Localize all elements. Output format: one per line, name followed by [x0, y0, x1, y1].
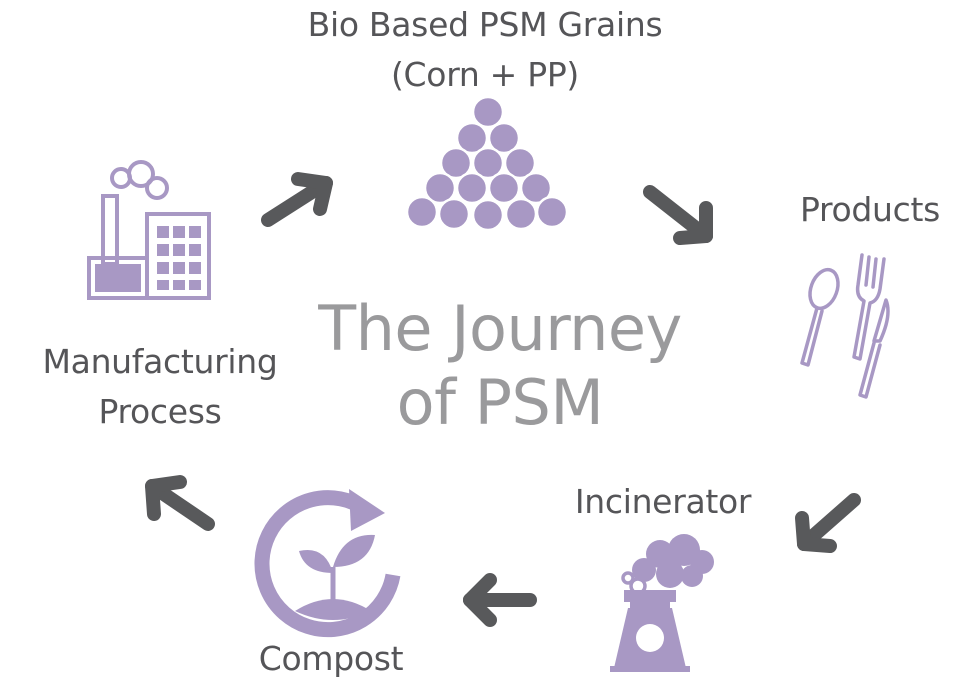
arrow-products-to-incinerator: [795, 493, 861, 553]
incinerator-icon: [610, 534, 714, 672]
grains-label-line1: Bio Based PSM Grains: [307, 5, 663, 44]
grain-pile-icon: [405, 95, 569, 232]
title-line2: of PSM: [396, 366, 604, 439]
manufacturing-label-line1: Manufacturing: [42, 342, 278, 381]
arrow-manufacturing-to-grains: [261, 172, 333, 227]
compost-label: Compost: [258, 639, 404, 678]
grains-label-line2: (Corn + PP): [390, 55, 579, 94]
factory-icon: [87, 160, 211, 300]
arrow-incinerator-to-compost: [463, 573, 537, 627]
arrow-grains-to-products: [643, 185, 713, 245]
arrow-compost-to-manufacturing: [145, 475, 215, 531]
products-label: Products: [799, 190, 941, 229]
compost-cycle-icon: [254, 489, 401, 638]
cutlery-icon: [800, 253, 890, 399]
manufacturing-label: Manufacturing Process: [20, 337, 300, 437]
incinerator-label: Incinerator: [574, 482, 752, 521]
manufacturing-label-line2: Process: [98, 392, 222, 431]
title-line1: The Journey: [318, 292, 682, 365]
grains-label: Bio Based PSM Grains (Corn + PP): [270, 0, 700, 100]
diagram-title: The Journey of PSM: [300, 292, 700, 440]
